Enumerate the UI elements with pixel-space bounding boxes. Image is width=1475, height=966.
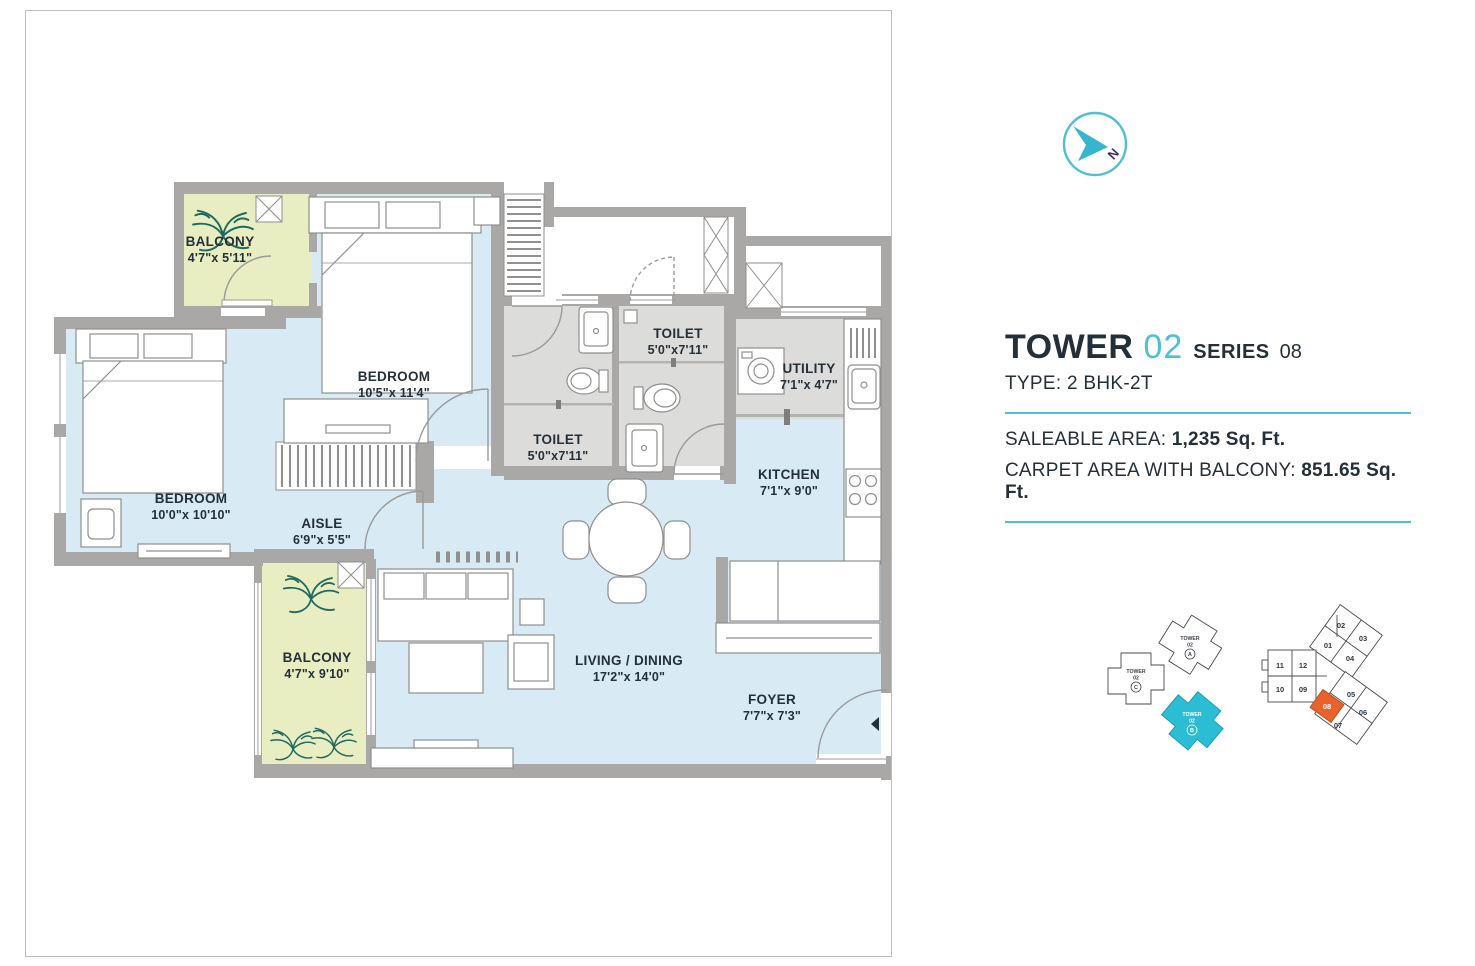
divider-line [1005,521,1411,523]
floor-plan-drawing [54,182,891,780]
compass-icon: N [1062,111,1128,177]
entrance-arrow-icon [871,717,879,731]
coffee-table-icon [408,642,484,694]
door-arc [673,423,725,475]
svg-text:11: 11 [1276,661,1284,670]
hob-icon [845,468,882,518]
svg-text:C: C [1134,685,1138,691]
compass-needle-icon [1073,126,1108,161]
tower-c-footprint: TOWER 02 C [1107,652,1165,705]
washbasin-icon [578,306,614,354]
unit-cluster-outline [1261,604,1388,745]
svg-text:05: 05 [1347,690,1355,699]
svg-text:03: 03 [1359,634,1367,643]
washbasin-icon [625,423,664,473]
svg-text:B: B [1190,728,1194,734]
tv-unit-icon [370,739,514,769]
door-arc [415,388,489,462]
svg-text:02: 02 [1337,621,1345,630]
bed-icon [308,196,482,394]
svg-text:01: 01 [1324,641,1332,650]
door-arc-entrance [817,689,887,759]
desk-chair-icon [80,498,231,559]
stair-hatch [503,193,545,297]
divider-line [1005,412,1411,414]
unit-type: TYPE: 2 BHK-2T [1005,373,1153,394]
foyer-cabinet-icon [715,560,881,654]
unit-numbers: 02 03 01 04 11 12 10 09 05 06 07 08 [1276,621,1367,730]
shower-icon [623,309,638,324]
hatches-and-shafts [255,193,783,589]
door-swings [221,255,887,759]
bed-icon [75,328,227,494]
windows-and-openings [54,294,886,764]
compass-north-label: N [1105,145,1122,162]
svg-text:TOWER: TOWER [1126,669,1145,675]
dining-table-icon [562,478,691,604]
svg-text:09: 09 [1299,685,1307,694]
side-table-icon [473,196,501,226]
sofa-icon [377,568,555,694]
furniture [75,196,882,769]
unit-08-highlight [1309,688,1345,724]
door-arc [221,255,273,307]
svg-text:12: 12 [1299,661,1307,670]
svg-text:10: 10 [1276,685,1284,694]
dresser-icon [283,398,429,444]
tower-number: 02 [1143,328,1184,366]
svg-text:04: 04 [1346,654,1355,663]
door-arc [364,490,424,550]
tower-b-footprint-highlighted: TOWER 02 B [1160,691,1224,751]
saleable-area-line: SALEABLE AREA: 1,235 Sq. Ft. [1005,429,1286,450]
keyplan-units: 02 03 01 04 11 12 10 09 05 06 07 08 [1261,604,1388,745]
tower-title: TOWER 02 SERIES 08 [1005,330,1411,364]
tower-a-footprint: TOWER 02 A [1158,614,1223,675]
shaft-x-icon [255,195,783,589]
tower-word: TOWER [1005,328,1134,366]
keyplan-towers: TOWER 02 A TOWER 02 C TOWER 02 B [1107,614,1224,751]
svg-text:02: 02 [1133,676,1139,682]
series-number: 08 [1279,341,1302,363]
svg-text:TOWER: TOWER [1180,636,1199,642]
carpet-area-line: CARPET AREA WITH BALCONY: 851.65 Sq. Ft. [1005,460,1397,503]
door-arc-dashed [629,256,675,302]
wc-icon [633,383,681,413]
kitchen-counter-icon [843,318,882,565]
svg-text:06: 06 [1359,708,1367,717]
wc-icon [566,367,609,395]
washing-machine-icon [737,347,785,395]
svg-text:A: A [1188,652,1192,658]
svg-text:02: 02 [1187,643,1193,649]
unit-info-block: TOWER 02 SERIES 08 TYPE: 2 BHK-2T SALEAB… [1005,330,1411,523]
svg-text:07: 07 [1334,721,1342,730]
series-word: SERIES [1193,341,1270,363]
svg-text:02: 02 [1189,719,1195,725]
walls [54,182,891,780]
svg-text:TOWER: TOWER [1182,712,1201,718]
svg-text:08: 08 [1323,702,1331,711]
door-arc [511,305,563,357]
